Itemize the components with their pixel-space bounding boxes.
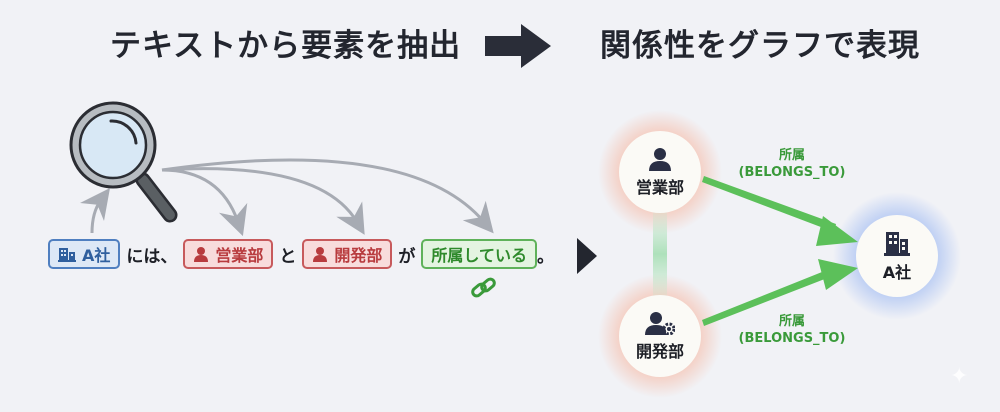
- extract-title: テキストから要素を抽出: [110, 28, 462, 64]
- entity-company-label: A社: [82, 246, 111, 265]
- relation-chip[interactable]: 所属している: [421, 239, 537, 269]
- entity-chip-dev[interactable]: 開発部: [302, 239, 393, 269]
- node-sales-label: 営業部: [635, 177, 684, 197]
- magnifier-icon: [69, 101, 178, 223]
- source-sentence: A社 には、 営業部 と 開発部 が 所属している 。: [48, 237, 554, 271]
- entity-chip-company[interactable]: A社: [48, 239, 121, 269]
- person-icon: [313, 247, 328, 262]
- building-icon: [58, 248, 76, 262]
- sentence-particle: と: [279, 246, 297, 267]
- person-icon: [649, 147, 671, 171]
- extract-arrow-dev: [161, 167, 365, 235]
- edge-sales-company: [702, 176, 858, 246]
- edge-label-type: (BELONGS_TO): [738, 331, 846, 346]
- dept-link: [653, 212, 667, 296]
- edge-label-sales: 所属 (BELONGS_TO): [732, 147, 852, 181]
- edge-label-name: 所属: [778, 314, 805, 329]
- entity-dev-label: 開発部: [334, 246, 383, 265]
- node-dev-label: 開発部: [635, 341, 684, 361]
- edge-label-type: (BELONGS_TO): [738, 165, 846, 180]
- entity-sales-label: 営業部: [215, 246, 264, 265]
- node-sales[interactable]: 営業部: [619, 131, 701, 213]
- edge-dev-company: [702, 259, 858, 326]
- node-company-label: A社: [882, 262, 912, 282]
- right-arrow-icon: [485, 24, 551, 68]
- extract-arrow-relation: [161, 158, 494, 234]
- node-dev[interactable]: 開発部: [619, 295, 701, 377]
- sparkle-icon: ✦: [950, 364, 969, 389]
- edge-label-name: 所属: [778, 148, 805, 163]
- chain-link-icon: [471, 277, 496, 298]
- relation-label: 所属している: [431, 246, 527, 265]
- person-icon: [194, 247, 209, 262]
- node-company[interactable]: A社: [856, 215, 938, 297]
- person-gear-icon: [645, 311, 675, 335]
- building-icon: [884, 231, 910, 256]
- sentence-particle: には、: [126, 246, 178, 267]
- transition-arrow-icon: [577, 238, 597, 274]
- sentence-particle: が: [398, 246, 416, 267]
- entity-chip-sales[interactable]: 営業部: [183, 239, 274, 269]
- graph-title: 関係性をグラフで表現: [600, 28, 920, 64]
- sentence-period: 。: [536, 246, 554, 267]
- edge-label-dev: 所属 (BELONGS_TO): [732, 313, 852, 347]
- extract-arrow-company: [80, 187, 110, 234]
